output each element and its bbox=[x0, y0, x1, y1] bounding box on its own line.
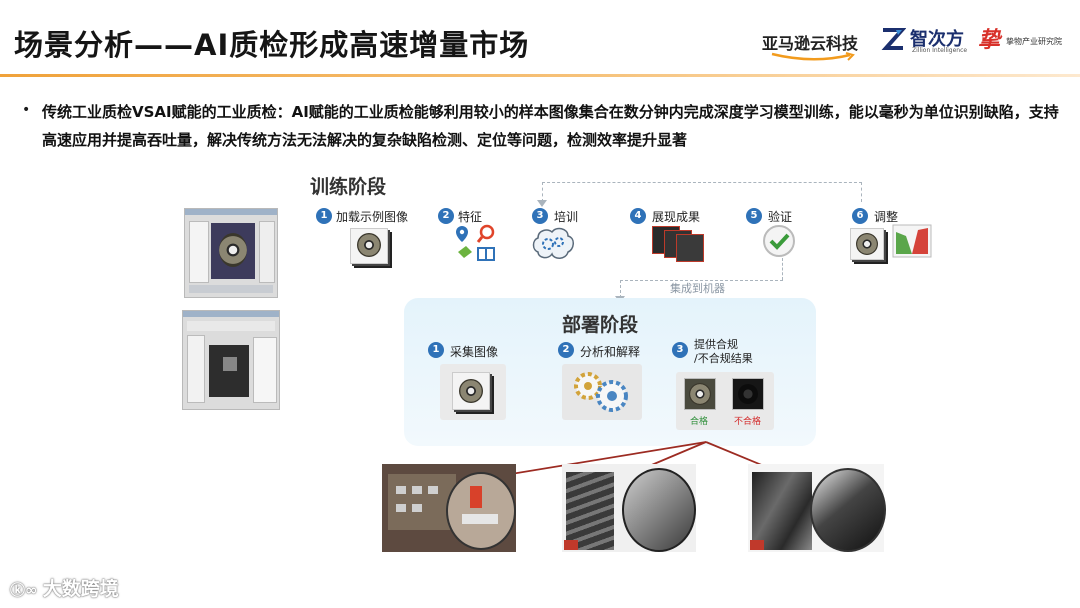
deploy-step-3-label: 提供合规 /不合规结果 bbox=[694, 338, 753, 365]
watermark-text: 大数跨境 bbox=[42, 578, 119, 600]
training-step-6-number: 6 bbox=[852, 208, 868, 224]
check-icon bbox=[763, 225, 795, 257]
deployment-stage-title: 部署阶段 bbox=[562, 314, 639, 336]
zhicifang-logo-icon bbox=[881, 28, 906, 50]
header-divider bbox=[0, 74, 1080, 77]
deploy-step-2-number: 2 bbox=[558, 342, 574, 358]
screw-inspection-photo bbox=[562, 464, 696, 552]
adjust-chart-icon bbox=[892, 224, 932, 258]
pass-label: 合格 bbox=[690, 417, 709, 427]
watermark-logo-icon: ⓚ∞ bbox=[10, 581, 43, 599]
pass-sample bbox=[684, 378, 716, 410]
training-stage-title: 训练阶段 bbox=[310, 176, 387, 198]
integration-connector-mid bbox=[620, 280, 783, 281]
integration-label: 集成到机器 bbox=[670, 282, 725, 295]
deploy-step-2-label: 分析和解释 bbox=[580, 345, 641, 359]
capture-image-panel bbox=[440, 364, 506, 420]
aws-logo-text: 亚马逊云科技 bbox=[762, 34, 859, 53]
training-step-1-number: 1 bbox=[316, 208, 332, 224]
cw-institute-logo-text: 挚物产业研究院 bbox=[1006, 37, 1062, 46]
cw-institute-logo-mark: 挚 bbox=[978, 28, 1001, 53]
fail-sample bbox=[732, 378, 764, 410]
training-step-2-number: 2 bbox=[438, 208, 454, 224]
feedback-loop-right bbox=[861, 182, 862, 202]
pcb-inspection-photo bbox=[382, 464, 516, 552]
results-thumbnails-icon bbox=[652, 226, 704, 262]
feedback-loop-left bbox=[542, 182, 543, 202]
integration-connector-left bbox=[620, 280, 621, 298]
training-step-4-label: 展现成果 bbox=[652, 210, 701, 224]
watermark: ⓚ∞ 大数跨境 bbox=[10, 574, 119, 601]
training-step-4-number: 4 bbox=[630, 208, 646, 224]
feedback-arrow-head bbox=[537, 200, 547, 207]
training-step-1-label: 加载示例图像 bbox=[336, 210, 409, 224]
page-title: 场景分析——AI质检形成高速增量市场 bbox=[14, 28, 530, 62]
integration-connector-right bbox=[782, 258, 783, 280]
bullet-text: 传统工业质检VSAI赋能的工业质检：AI赋能的工业质检能够利用较小的样本图像集合… bbox=[42, 103, 1059, 149]
adjust-coin-icon bbox=[850, 228, 884, 260]
feature-icons bbox=[456, 224, 495, 261]
zhicifang-logo-text: 智次方 bbox=[910, 29, 964, 50]
deploy-step-1-label: 采集图像 bbox=[450, 345, 499, 359]
training-step-5-label: 验证 bbox=[768, 210, 793, 224]
brain-gear-icon bbox=[532, 227, 574, 259]
training-step-6-label: 调整 bbox=[874, 210, 899, 224]
result-panel: 合格 不合格 bbox=[676, 372, 774, 430]
training-step-2-label: 特征 bbox=[458, 210, 483, 224]
bullet-marker: • bbox=[22, 102, 31, 118]
zhicifang-logo-subtext: Zillion Intelligence bbox=[912, 47, 968, 54]
aws-smile-icon bbox=[771, 52, 855, 61]
feedback-loop-top bbox=[542, 182, 862, 183]
software-screenshot-top bbox=[184, 208, 278, 298]
training-step-3-number: 3 bbox=[532, 208, 548, 224]
analysis-gears-icon bbox=[562, 364, 642, 420]
sample-image-stack-icon bbox=[350, 228, 388, 264]
deploy-step-3-number: 3 bbox=[672, 342, 688, 358]
drill-bit-inspection-photo bbox=[748, 464, 886, 552]
fail-label: 不合格 bbox=[734, 417, 762, 427]
training-step-3-label: 培训 bbox=[554, 210, 579, 224]
training-step-5-number: 5 bbox=[746, 208, 762, 224]
software-screenshot-bottom bbox=[182, 310, 280, 410]
deploy-step-1-number: 1 bbox=[428, 342, 444, 358]
